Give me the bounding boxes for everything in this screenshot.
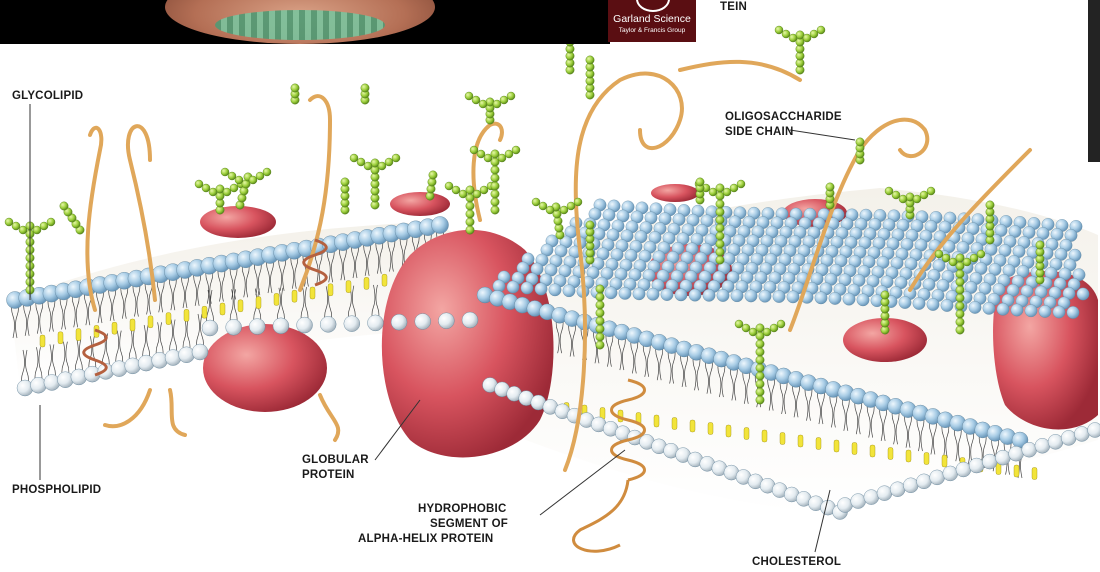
label-oligosaccharide-line2: SIDE CHAIN <box>725 125 793 140</box>
label-globular-line1: GLOBULAR <box>302 453 369 468</box>
globular-protein-top-mid <box>390 192 450 216</box>
label-hydrophobic-line1: HYDROPHOBIC <box>418 502 506 517</box>
globular-protein-lower-left <box>203 324 327 412</box>
logo-ring-icon <box>636 0 670 12</box>
label-hydrophobic-line2: SEGMENT OF <box>430 517 508 532</box>
logo-line1: Garland Science <box>608 13 696 25</box>
top-image-strip <box>0 0 610 44</box>
right-edge-bar <box>1088 0 1100 162</box>
label-phospholipid: PHOSPHOLIPID <box>12 483 101 498</box>
label-protein-partial: TEIN <box>720 0 747 15</box>
label-glycolipid: GLYCOLIPID <box>12 89 83 104</box>
globular-protein-back <box>651 184 699 202</box>
collar-fragment <box>215 10 385 40</box>
label-cholesterol: CHOLESTEROL <box>752 555 841 570</box>
label-globular-line2: PROTEIN <box>302 468 355 483</box>
label-oligosaccharide-line1: OLIGOSACCHARIDE <box>725 110 842 125</box>
publisher-logo: Garland Science Taylor & Francis Group <box>608 0 696 42</box>
globular-protein-top-left <box>200 206 276 238</box>
label-hydrophobic-line3: ALPHA-HELIX PROTEIN <box>358 532 493 547</box>
logo-line2: Taylor & Francis Group <box>608 27 696 34</box>
